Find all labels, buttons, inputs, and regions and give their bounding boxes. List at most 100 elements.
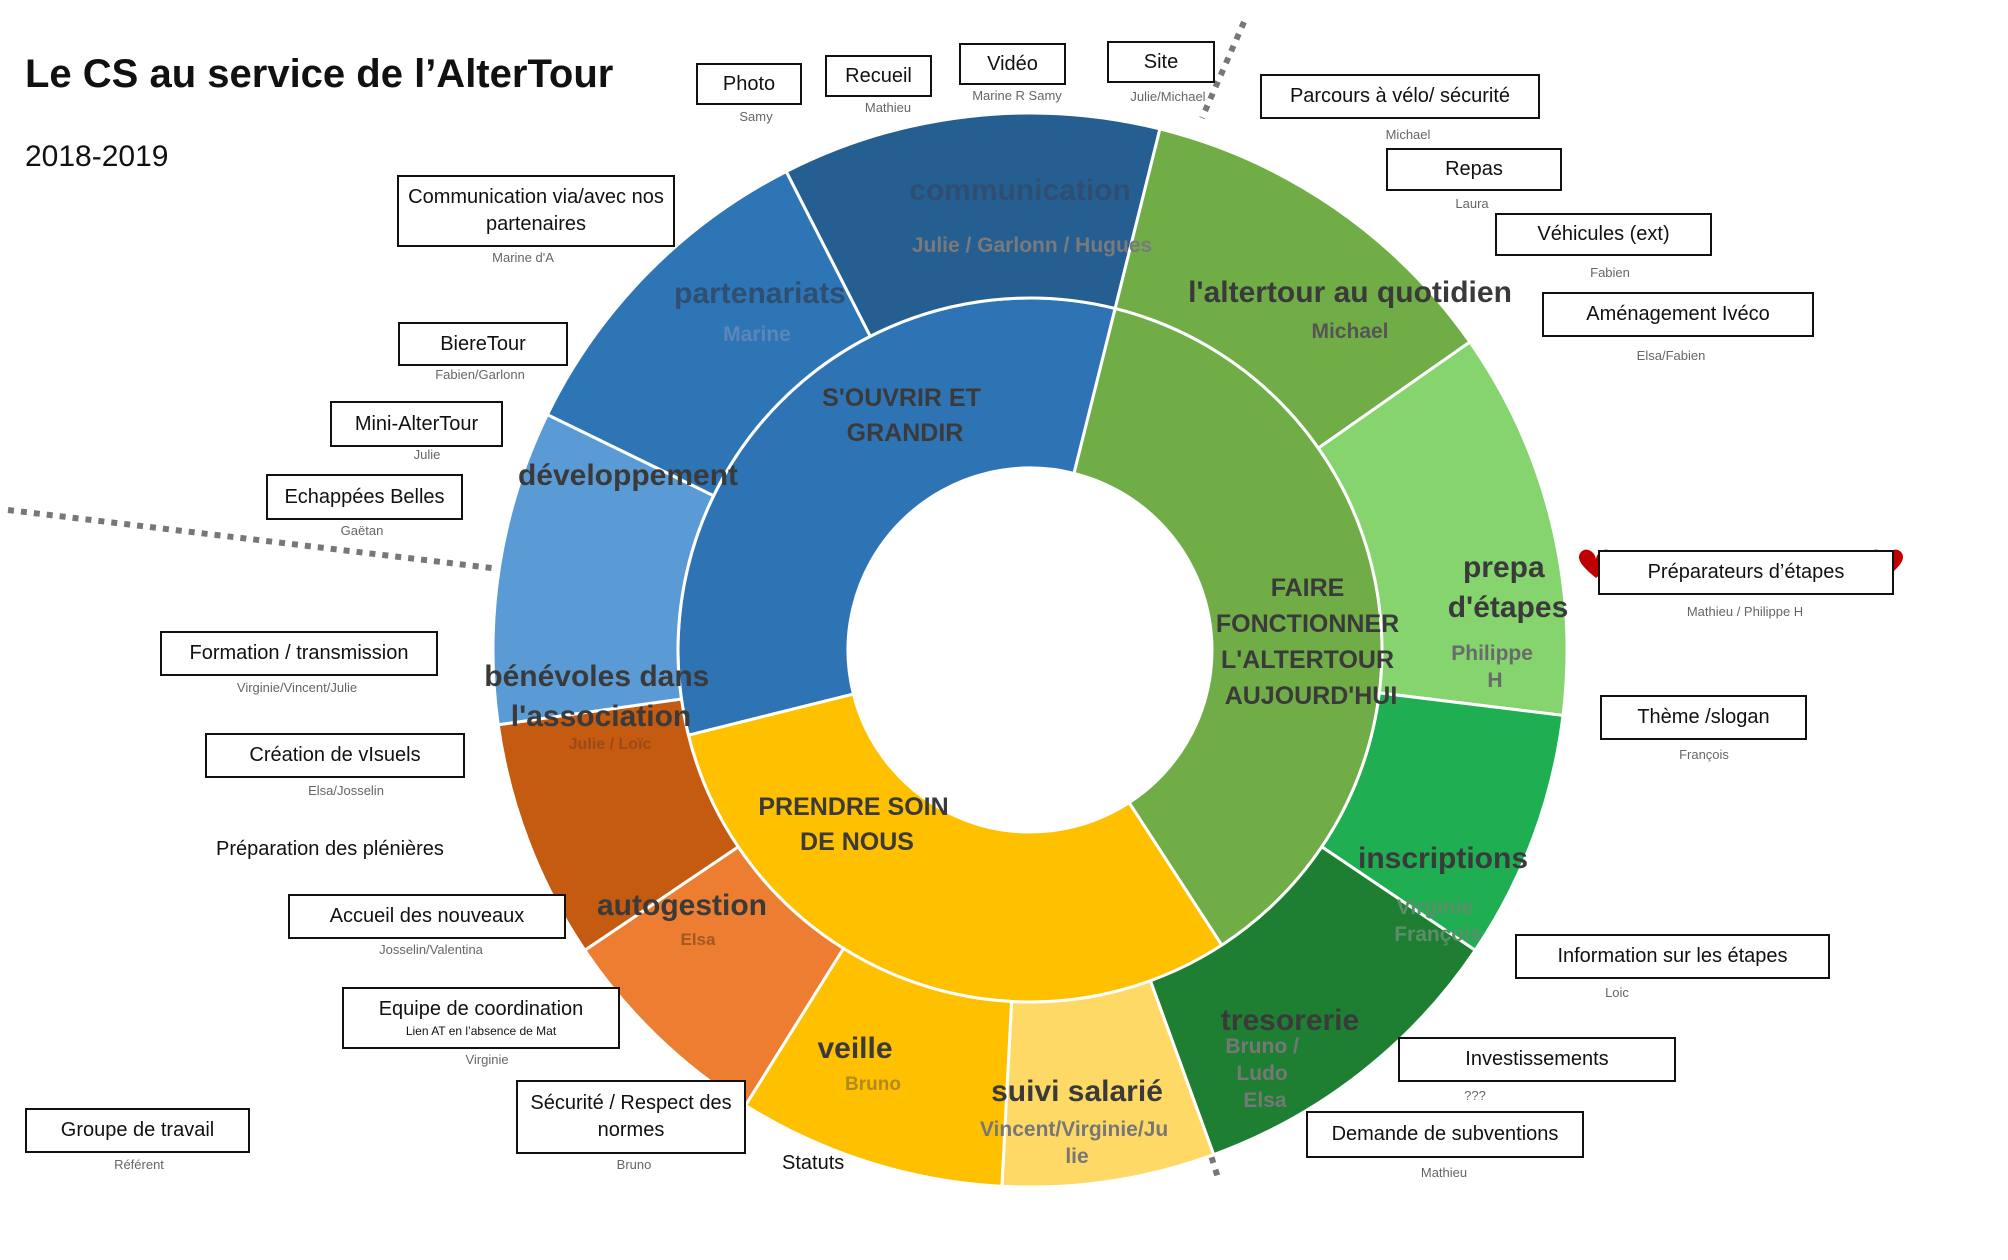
group-label: Sécurité / Respect des normes [530,1092,732,1141]
group-label-main: Equipe de coordination [378,998,584,1021]
group-box-bieretour[interactable]: BiereTour [398,322,568,366]
group-referent: Laura [1455,196,1489,211]
label-statuts: Statuts [782,1152,845,1174]
group-referent: Elsa/Josselin [308,783,384,798]
page-subtitle: 2018-2019 [25,140,169,173]
group-referent: Fabien/Garlonn [435,367,525,382]
group-box-repas[interactable]: Repas [1386,148,1562,191]
outer-people-inscriptions-line: François [1394,923,1482,946]
outer-people-suivi: Vincent/Virginie/Ju lie [980,1118,1174,1168]
group-referent: Marine R Samy [972,88,1062,103]
group-label: Site [1143,50,1179,73]
group-label: Accueil des nouveaux [329,905,525,927]
inner-label-soin-line: DE NOUS [800,828,914,856]
group-label: Information sur les étapes [1557,945,1788,967]
outer-label-prepa-line: prepa [1463,551,1545,584]
group-referent: François [1679,747,1729,762]
outer-label-partenariats: partenariats [674,277,846,310]
group-referent: Gaëtan [340,523,384,538]
inner-label-ouvrir-line: GRANDIR [847,419,964,447]
group-box-recueil[interactable]: Recueil [825,55,932,97]
group-label: Parcours à vélo/ sécurité [1289,85,1511,107]
group-referent: Mathieu [1420,1165,1468,1180]
group-box-mini-altertour[interactable]: Mini-AlterTour [330,401,503,447]
group-box-parcours[interactable]: Parcours à vélo/ sécurité [1260,74,1540,119]
inner-label-fonctionner-line: FAIRE [1271,574,1345,602]
legend-box-groupe: Groupe de travail [25,1108,250,1153]
outer-label-tresorerie: tresorerie [1221,1004,1359,1037]
outer-label-benevoles-line: l'association [511,700,692,733]
outer-people-tresorerie-line: Elsa [1243,1089,1287,1112]
divider-line-left [7,507,559,579]
group-referent: Julie/Michael [1130,89,1206,104]
group-label: Demande de subventions [1331,1123,1559,1145]
outer-segment-partenariats [545,169,873,498]
group-label: Recueil [845,64,912,87]
group-label: Investissements [1465,1048,1609,1070]
group-referent: Mathieu / Philippe H [1686,604,1804,619]
group-referent: Marine d'A [492,250,554,265]
group-box-echappees[interactable]: Echappées Belles [266,474,463,520]
outer-people-quotidien: Michael [1311,320,1388,343]
group-label: Véhicules (ext) [1537,223,1670,245]
group-referent: Michael [1385,127,1431,142]
inner-label-ouvrir: S'OUVRIR ET GRANDIR [822,384,988,447]
group-box-creation-visuels[interactable]: Création de vIsuels [205,733,465,778]
group-label: Echappées Belles [284,485,445,508]
group-box-vehicules[interactable]: Véhicules (ext) [1495,213,1712,256]
group-box-photo[interactable]: Photo [696,63,802,105]
group-label: Aménagement Ivéco [1586,303,1770,325]
outer-people-tresorerie: Bruno / Ludo Elsa [1225,1035,1304,1112]
outer-people-communication: Julie / Garlonn / Hugues [912,234,1152,257]
legend-referent: Référent [114,1157,164,1172]
group-box-theme[interactable]: Thème /slogan [1600,695,1807,740]
divider-line-top-right [1199,20,1247,120]
inner-label-ouvrir-line: S'OUVRIR ET [822,384,981,412]
outer-people-prepa: Philippe H [1451,642,1539,692]
outer-people-suivi-line: lie [1065,1145,1088,1168]
outer-people-tresorerie-line: Ludo [1236,1062,1287,1085]
group-label: Création de vIsuels [249,744,421,766]
group-box-securite[interactable]: Sécurité / Respect des normes [516,1080,746,1154]
group-referent: Virginie [465,1052,509,1067]
outer-label-suivi: suivi salarié [991,1075,1163,1108]
inner-label-soin-line: PRENDRE SOIN [758,793,948,821]
outer-label-inscriptions: inscriptions [1358,842,1528,875]
group-box-amenagement[interactable]: Aménagement Ivéco [1542,292,1814,337]
group-box-formation[interactable]: Formation / transmission [160,631,438,676]
group-label: Photo [722,72,776,95]
group-box-investissements[interactable]: Investissements [1398,1037,1676,1082]
group-referent: Bruno [616,1157,652,1172]
outer-people-inscriptions: Virginie François [1394,896,1482,946]
group-label: Préparateurs d’étapes [1647,561,1845,583]
group-label-sub: Lien AT en l’absence de Mat [405,1024,557,1039]
group-box-accueil[interactable]: Accueil des nouveaux [288,894,566,939]
group-referent: Loic [1605,985,1629,1000]
group-box-video[interactable]: Vidéo [959,43,1066,85]
group-referent: Julie [413,447,441,462]
group-referent: ??? [1464,1088,1486,1103]
group-referent: Samy [739,109,773,124]
group-box-information[interactable]: Information sur les étapes [1515,934,1830,979]
group-label: Thème /slogan [1637,706,1770,728]
group-label: Formation / transmission [189,642,409,664]
group-referent: Virginie/Vincent/Julie [236,680,358,695]
page-title: Le CS au service de l’AlterTour [25,52,614,96]
inner-label-soin: PRENDRE SOIN DE NOUS [758,793,955,856]
outer-people-partenariats: Marine [723,323,791,346]
group-box-site[interactable]: Site [1107,41,1215,83]
label-preparation-plenieres: Préparation des plénières [216,838,444,860]
group-referent: Elsa/Fabien [1636,348,1706,363]
inner-label-fonctionner-line: L'ALTERTOUR [1221,646,1394,674]
outer-people-suivi-line: Vincent/Virginie/Ju [980,1118,1168,1141]
outer-people-benevoles: Julie / Loïc [569,736,652,753]
outer-label-prepa-line: d'étapes [1448,591,1569,624]
group-box-subventions[interactable]: Demande de subventions [1306,1111,1584,1158]
group-box-communication-partenaires[interactable]: Communication via/avec nos partenaires [397,175,675,247]
group-box-preparateurs[interactable]: Préparateurs d’étapes [1598,550,1894,595]
outer-people-inscriptions-line: Virginie [1397,896,1474,919]
outer-label-autogestion: autogestion [597,889,767,922]
